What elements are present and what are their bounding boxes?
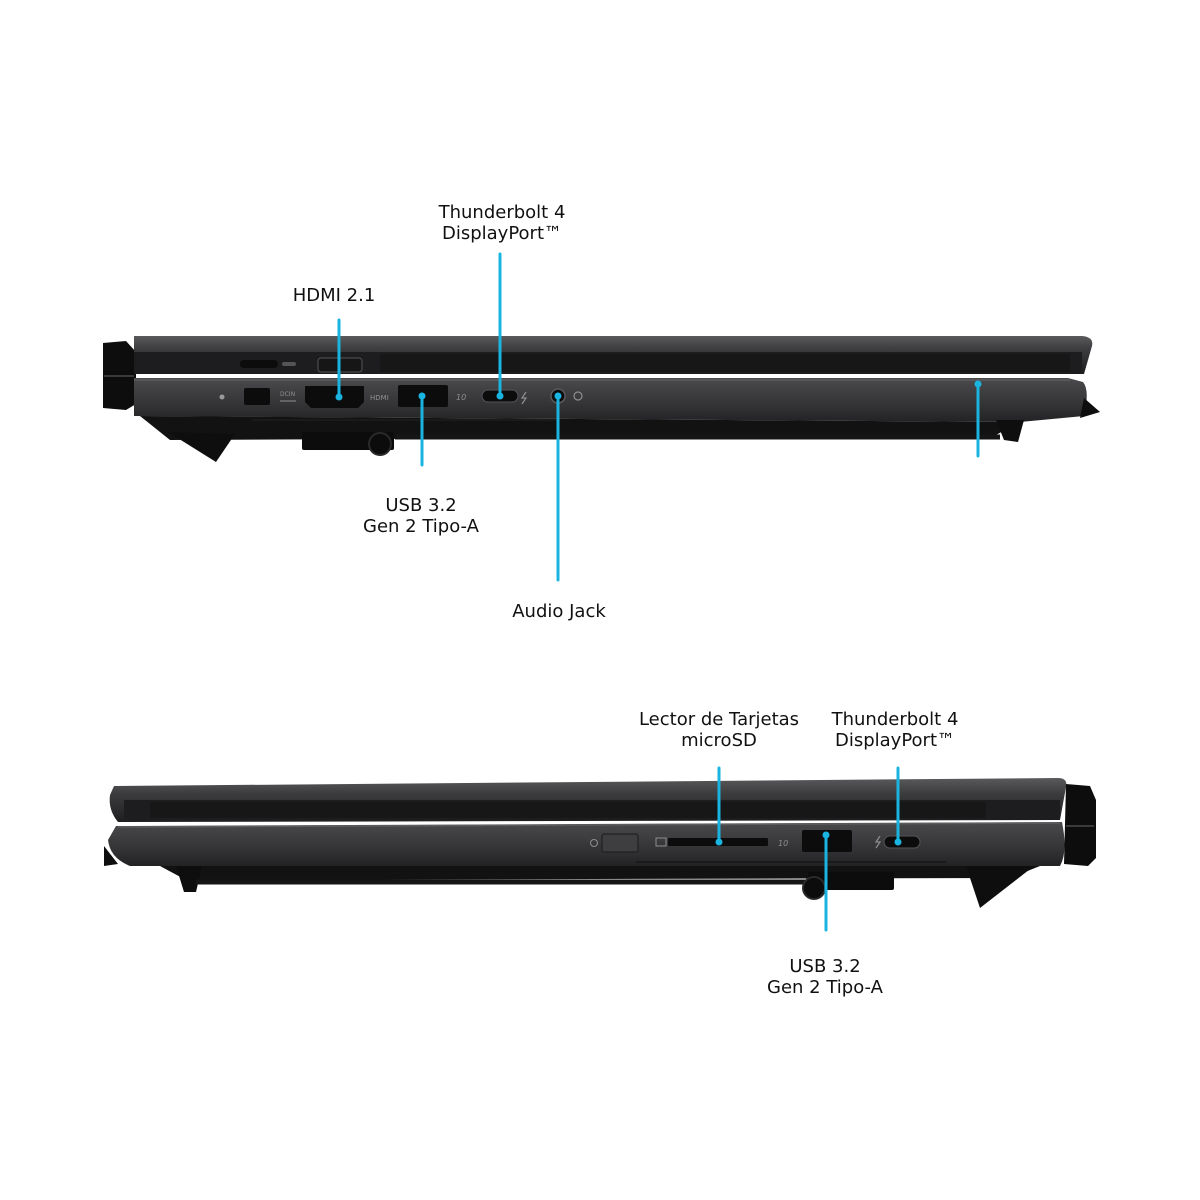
left-leader-lines: [337, 252, 980, 582]
label-left-usb: USB 3.2 Gen 2 Tipo-A: [363, 495, 479, 537]
power-led: [219, 394, 225, 400]
thunderbolt-icon: [874, 835, 882, 849]
left-side-laptop: DCIN HDMI 10: [103, 252, 1100, 582]
dc-in-port: [244, 388, 270, 405]
front-foot: [966, 866, 1034, 908]
rear-foot: [996, 420, 1024, 442]
dc-in-marking: DCIN: [280, 391, 295, 398]
label-right-thunderbolt: Thunderbolt 4 DisplayPort™: [831, 709, 959, 751]
headphone-icon: [573, 391, 583, 401]
power-icon: [590, 839, 598, 847]
label-right-usb: USB 3.2 Gen 2 Tipo-A: [767, 956, 883, 998]
hdmi-port: [305, 386, 364, 408]
thunderbolt-icon: [520, 391, 528, 405]
label-left-audio-jack: Audio Jack: [512, 601, 606, 622]
power-button: [601, 833, 639, 853]
sd-card-icon: [655, 837, 667, 847]
base: [134, 378, 1087, 422]
label-left-thunderbolt: Thunderbolt 4 DisplayPort™: [438, 202, 566, 244]
rear-foot: [176, 866, 202, 892]
front-foot: [168, 432, 235, 462]
right-side-laptop: 10: [104, 766, 1096, 932]
hdmi-marking: HDMI: [370, 394, 389, 402]
thunderbolt-port: [883, 835, 921, 849]
usb-speed-marking: 10: [778, 839, 788, 848]
usb-speed-marking: 10: [456, 393, 466, 402]
base: [108, 822, 1065, 866]
label-right-microsd: Lector de Tarjetas microSD: [638, 709, 800, 751]
label-left-hdmi: HDMI 2.1: [292, 285, 376, 306]
right-leader-lines: [717, 766, 900, 932]
